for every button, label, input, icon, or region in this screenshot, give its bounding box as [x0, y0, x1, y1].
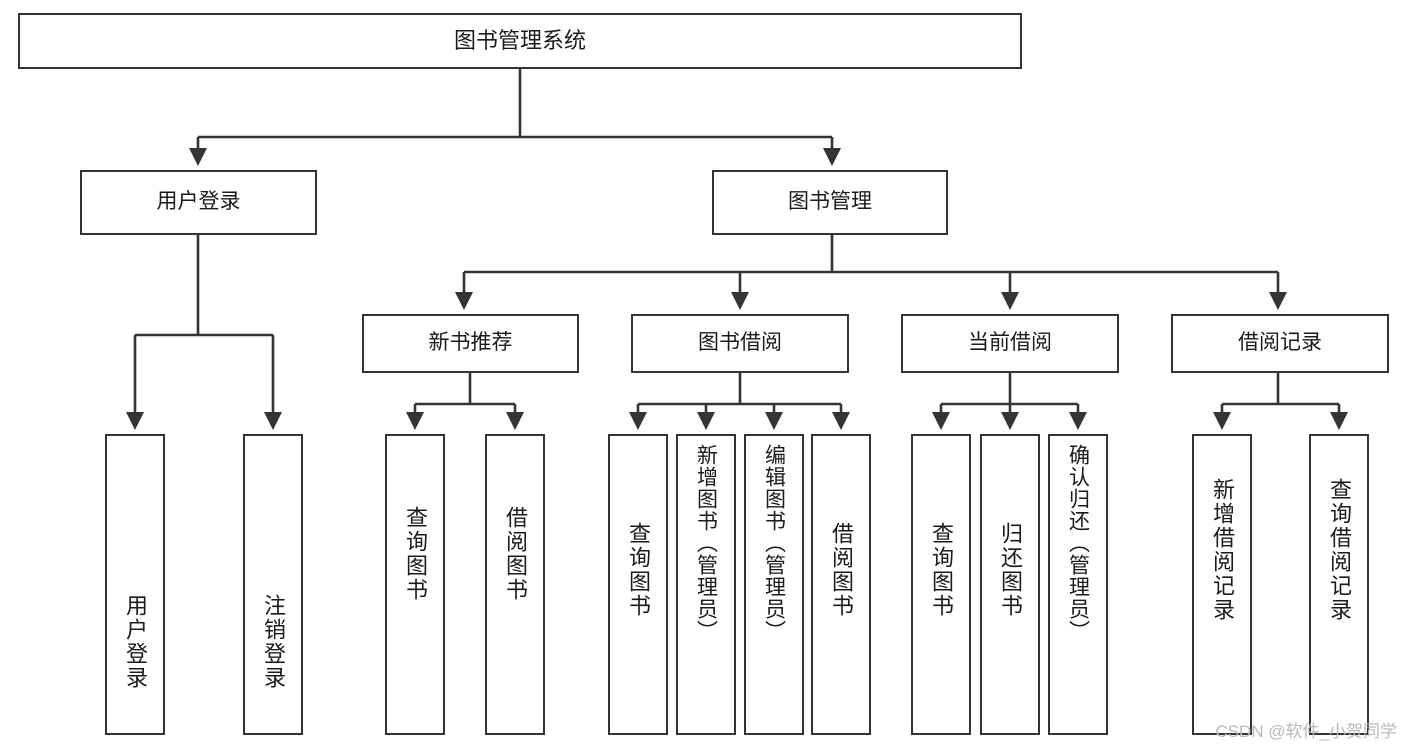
leaf-current-borrow-query-label: 查询图书 [929, 522, 954, 618]
leaf-book-borrow-add[interactable]: 新增图书（管理员） [676, 434, 736, 735]
leaf-borrow-record-add-label: 新增借阅记录 [1210, 478, 1235, 622]
leaf-borrow-record-add[interactable]: 新增借阅记录 [1192, 434, 1252, 735]
node-borrow-record-label: 借阅记录 [1238, 331, 1322, 355]
leaf-book-borrow-query-label: 查询图书 [626, 522, 651, 618]
leaf-current-borrow-confirm[interactable]: 确认归还（管理员） [1048, 434, 1108, 735]
node-user-login[interactable]: 用户登录 [80, 170, 317, 235]
node-new-book-recommend-label: 新书推荐 [428, 331, 513, 355]
node-book-management-label: 图书管理 [788, 190, 872, 214]
node-book-management[interactable]: 图书管理 [712, 170, 948, 235]
leaf-current-borrow-return[interactable]: 归还图书 [980, 434, 1040, 735]
leaf-book-borrow-add-label: 新增图书（管理员） [694, 444, 718, 642]
node-book-borrow-label: 图书借阅 [698, 331, 782, 355]
node-current-borrow[interactable]: 当前借阅 [901, 314, 1119, 373]
node-root-label: 图书管理系统 [453, 28, 586, 54]
leaf-user-login-logout[interactable]: 注销登录 [243, 434, 303, 735]
leaf-new-book-query[interactable]: 查询图书 [385, 434, 445, 735]
leaf-borrow-record-query-label: 查询借阅记录 [1327, 478, 1352, 622]
leaf-new-book-borrow-label: 借阅图书 [503, 506, 528, 602]
leaf-user-login-login[interactable]: 用户登录 [105, 434, 165, 735]
watermark: CSDN @软件_小贺同学 [1215, 722, 1397, 741]
leaf-current-borrow-query[interactable]: 查询图书 [911, 434, 971, 735]
node-borrow-record[interactable]: 借阅记录 [1171, 314, 1389, 373]
leaf-new-book-borrow[interactable]: 借阅图书 [485, 434, 545, 735]
leaf-book-borrow-query[interactable]: 查询图书 [608, 434, 668, 735]
leaf-current-borrow-confirm-label: 确认归还（管理员） [1066, 444, 1090, 642]
leaf-borrow-record-query[interactable]: 查询借阅记录 [1309, 434, 1369, 735]
leaf-current-borrow-return-label: 归还图书 [998, 522, 1023, 618]
leaf-user-login-logout-label: 注销登录 [261, 594, 286, 690]
node-root[interactable]: 图书管理系统 [18, 13, 1022, 69]
leaf-book-borrow-borrow-label: 借阅图书 [829, 522, 854, 618]
leaf-book-borrow-edit-label: 编辑图书（管理员） [762, 444, 786, 642]
leaf-book-borrow-borrow[interactable]: 借阅图书 [811, 434, 871, 735]
node-book-borrow[interactable]: 图书借阅 [631, 314, 849, 373]
node-new-book-recommend[interactable]: 新书推荐 [362, 314, 579, 373]
leaf-user-login-login-label: 用户登录 [123, 594, 148, 690]
node-current-borrow-label: 当前借阅 [968, 331, 1052, 355]
leaf-book-borrow-edit[interactable]: 编辑图书（管理员） [744, 434, 804, 735]
node-user-login-label: 用户登录 [156, 190, 241, 214]
leaf-new-book-query-label: 查询图书 [403, 506, 428, 602]
